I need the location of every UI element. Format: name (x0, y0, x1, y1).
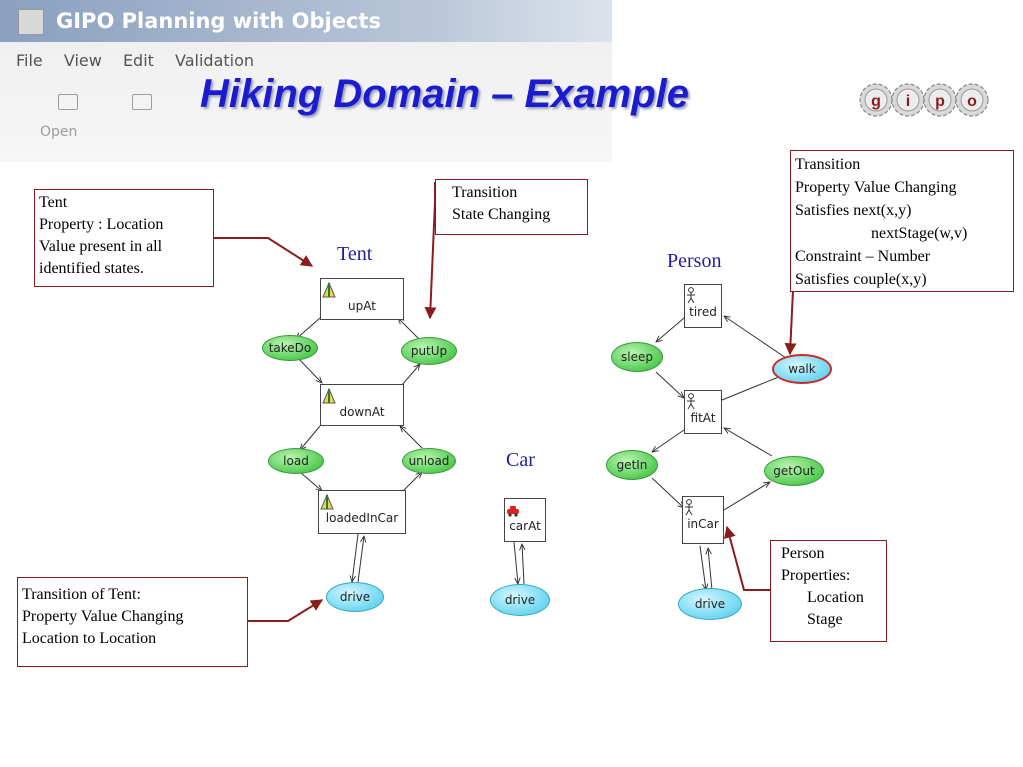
edge-fitat-walk (721, 374, 786, 401)
edge-downat-putup (401, 364, 420, 386)
pointer-tent-transition (248, 599, 324, 622)
state-carat[interactable]: carAt (504, 498, 546, 542)
person-icon (687, 393, 695, 410)
person-label: Person (667, 250, 722, 272)
menu-edit[interactable]: Edit (122, 51, 154, 70)
transition-tent-drive[interactable]: drive (326, 582, 384, 612)
svg-text:p: p (935, 93, 945, 110)
menu-file[interactable]: File (16, 51, 43, 70)
edge-drive-incar (708, 548, 713, 591)
callout-tent-transition: Transition of Tent: Property Value Chang… (17, 577, 248, 667)
state-upat[interactable]: upAt (320, 278, 404, 320)
svg-text:i: i (906, 93, 910, 110)
edge-fitat-getin (652, 429, 685, 452)
menu-validation[interactable]: Validation (175, 51, 255, 70)
tent-icon (322, 281, 336, 298)
edge-tired-sleep (656, 317, 685, 342)
menu-view[interactable]: View (63, 51, 102, 70)
transition-getout[interactable]: getOut (764, 456, 824, 486)
gipo-logo-icon: g i p o (859, 83, 989, 117)
edge-incar-getout (723, 482, 770, 511)
transition-takedo[interactable]: takeDo (262, 335, 318, 361)
edge-downat-load (300, 425, 321, 450)
state-loadedincar[interactable]: loadedInCar (318, 490, 406, 534)
transition-unload[interactable]: unload (402, 448, 456, 474)
state-downat[interactable]: downAt (320, 384, 404, 426)
edge-drive-carat (522, 544, 524, 585)
transition-getin[interactable]: getIn (606, 450, 658, 480)
app-title: GIPO Planning with Objects (56, 9, 381, 33)
transition-person-drive[interactable]: drive (678, 588, 742, 620)
app-icon (18, 9, 44, 35)
edge-putup-upat (398, 318, 421, 341)
app-titlebar: GIPO Planning with Objects (0, 0, 612, 42)
edge-sleep-fitat (655, 371, 684, 398)
pointer-tent-property (214, 237, 314, 267)
state-fitat[interactable]: fitAt (684, 390, 722, 434)
edge-loadedincar-drive (352, 533, 359, 582)
callout-walk-transition: Transition Property Value Changing Satis… (790, 150, 1014, 292)
pointer-person-properties (724, 525, 770, 591)
state-tired[interactable]: tired (684, 284, 722, 328)
callout-state-changing: Transition State Changing (435, 179, 588, 235)
edge-takedo-downat (295, 355, 322, 383)
edge-drive-loadedincar (357, 536, 364, 583)
save-icon[interactable] (132, 94, 152, 110)
svg-text:g: g (871, 93, 881, 110)
edge-carat-drive (513, 541, 518, 584)
app-menubar: File View Edit Validation (0, 46, 612, 76)
edge-getout-fitat (724, 428, 773, 457)
toolbar-open-label: Open (40, 124, 78, 140)
edge-unload-downat (400, 426, 423, 449)
callout-person-properties: Person Properties: Location Stage (770, 540, 887, 642)
edge-getin-incar (651, 477, 684, 508)
transition-load[interactable]: load (268, 448, 324, 474)
edge-loadedincar-unload (401, 472, 422, 493)
svg-text:o: o (967, 93, 977, 110)
edge-incar-drive (699, 545, 706, 590)
app-toolbar: Open (0, 82, 612, 158)
tent-icon (320, 493, 334, 510)
callout-tent-property: Tent Property : Location Value present i… (34, 189, 214, 287)
open-folder-icon[interactable] (58, 94, 78, 110)
state-incar[interactable]: inCar (682, 496, 724, 544)
transition-sleep[interactable]: sleep (611, 342, 663, 372)
person-icon (685, 499, 693, 516)
edge-walk-tired (724, 316, 787, 359)
transition-walk[interactable]: walk (772, 354, 832, 384)
transition-putup[interactable]: putUp (401, 337, 457, 365)
car-label: Car (506, 449, 535, 471)
car-icon (507, 506, 519, 517)
person-icon (687, 287, 695, 304)
edge-load-loadedincar (299, 471, 322, 491)
transition-car-drive[interactable]: drive (490, 584, 550, 616)
tent-icon (322, 387, 336, 404)
tent-label: Tent (337, 243, 373, 265)
slide-title: Hiking Domain – Example (200, 72, 690, 116)
